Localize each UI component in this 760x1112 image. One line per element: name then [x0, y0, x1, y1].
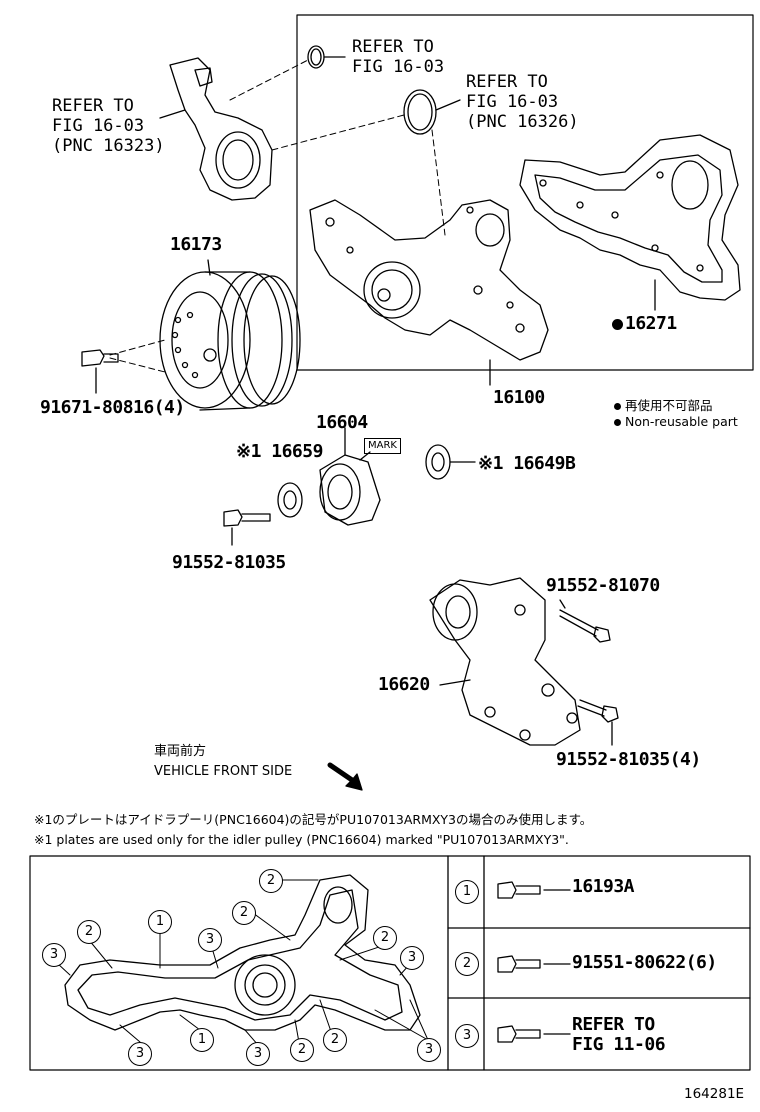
plate-16649b	[425, 444, 451, 480]
pulley-bolt	[81, 349, 119, 367]
refer-label-inlet-housing: REFER TO FIG 16-03 (PNC 16323)	[52, 96, 165, 156]
inset-callout: 1	[190, 1028, 214, 1052]
inset-callout: 3	[400, 946, 424, 970]
water-inlet-housing	[159, 57, 273, 201]
water-pump-group-frame	[296, 14, 754, 371]
water-pump-pulley	[159, 271, 301, 411]
inset-callout: 2	[259, 869, 283, 893]
inset-pump-outline	[64, 874, 421, 1031]
tensioner-bolt-short	[577, 699, 619, 723]
note-en: ※1 plates are used only for the idler pu…	[34, 832, 569, 847]
figure-id: 164281E	[684, 1086, 745, 1102]
inset-callout: 3	[42, 943, 66, 967]
non-reusable-dot-icon	[612, 318, 623, 330]
o-ring-large	[403, 89, 437, 135]
water-pump-gasket	[519, 134, 741, 301]
inset-callout: 3	[198, 928, 222, 952]
part-number-91552-81070: 91552-81070	[546, 575, 660, 596]
inset-callout: 1	[148, 910, 172, 934]
part-number-16649b: ※1 16649B	[478, 453, 576, 474]
legend-dot-icon	[614, 419, 621, 426]
tensioner-bolt-long	[559, 609, 611, 643]
part-number-16271: 16271	[612, 314, 677, 334]
part-number-91552-81035: 91552-81035	[172, 552, 286, 573]
inset-callout: 3	[417, 1038, 441, 1062]
part-number-16173: 16173	[170, 234, 222, 255]
direction-en: VEHICLE FRONT SIDE	[154, 764, 293, 779]
refer-label-oring-small: REFER TO FIG 16-03	[352, 37, 445, 77]
inset-callout: 2	[323, 1028, 347, 1052]
note-jp: ※1のプレートはアイドラプーリ(PNC16604)の記号がPU107013ARM…	[34, 812, 593, 827]
part-number-91552-81035-4: 91552-81035(4)	[556, 749, 701, 770]
belt-tensioner-assembly	[429, 577, 581, 746]
plate-16659	[277, 482, 303, 518]
table-part-91551: 91551-80622(6)	[572, 952, 717, 973]
inset-callout: 3	[128, 1042, 152, 1066]
direction-jp: 車両前方	[154, 744, 207, 759]
idler-pulley	[319, 454, 381, 526]
part-number-16659: ※1 16659	[236, 441, 323, 462]
part-number-16620: 16620	[378, 674, 430, 695]
table-bolt-1	[497, 881, 541, 899]
water-pump-body	[309, 199, 549, 361]
table-callout-3: 3	[455, 1024, 479, 1048]
mark-label: MARK	[364, 438, 401, 454]
part-number-16604: 16604	[316, 412, 368, 433]
inset-callout: 2	[290, 1038, 314, 1062]
table-bolt-2	[497, 955, 541, 973]
legend-en: Non-reusable part	[614, 414, 738, 429]
inset-callout: 2	[373, 926, 397, 950]
table-callout-2: 2	[455, 952, 479, 976]
legend-dot-icon	[614, 403, 621, 410]
legend-jp: 再使用不可部品	[614, 398, 713, 413]
table-bolt-3	[497, 1025, 541, 1043]
idler-bolt	[223, 509, 271, 527]
table-part-refer: REFER TO FIG 11-06	[572, 1014, 666, 1055]
inset-callout: 3	[246, 1042, 270, 1066]
bolt-location-inset-frame	[29, 855, 751, 1071]
table-part-16193a: 16193A	[572, 876, 635, 897]
part-number-91671: 91671-80816(4)	[40, 397, 185, 418]
inset-callout: 2	[77, 920, 101, 944]
table-callout-1: 1	[455, 880, 479, 904]
refer-label-oring-large: REFER TO FIG 16-03 (PNC 16326)	[466, 72, 579, 132]
inset-callout: 2	[232, 901, 256, 925]
part-number-16100: 16100	[493, 387, 545, 408]
